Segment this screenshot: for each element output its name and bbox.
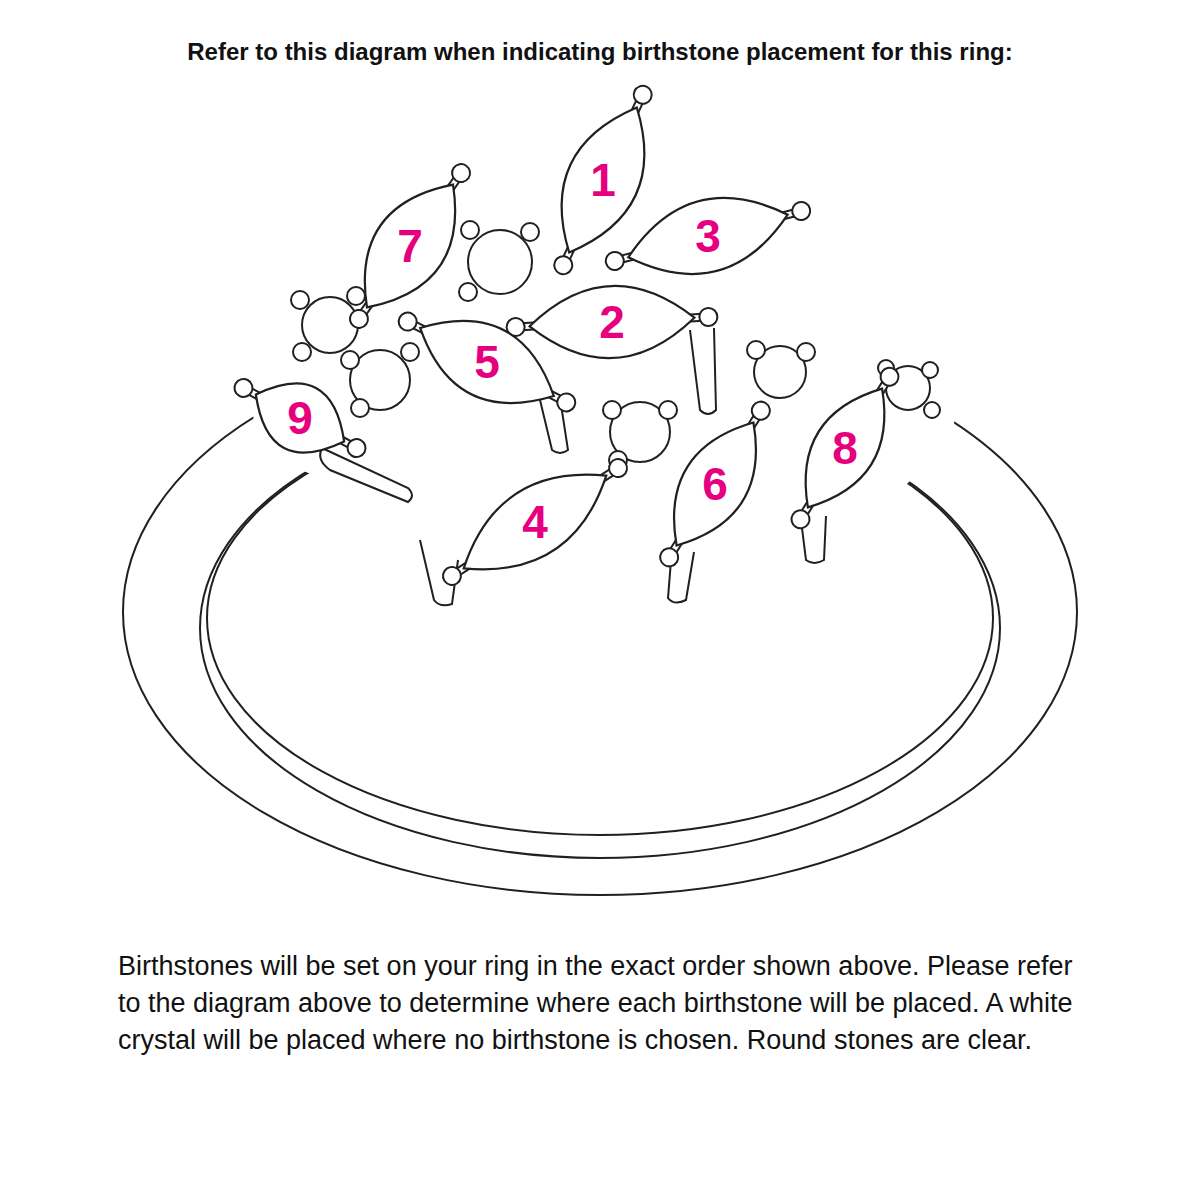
prong [748,398,773,423]
marquise-stone: 2 [492,202,732,442]
callout-number: 2 [599,299,625,345]
prong [603,401,621,419]
prong-stem [320,448,412,502]
marquise-stone: 6 [595,364,835,604]
title: Refer to this diagram when indicating bi… [0,38,1200,66]
prong [231,376,255,400]
prong [790,200,812,222]
prong [924,402,940,418]
marquise-outline [619,180,797,292]
callout-number: 9 [287,395,313,441]
marquise-stone: 4 [415,402,655,642]
prong [351,399,369,417]
prong [396,309,420,333]
marquise-stone: 9 [180,298,420,538]
marquise-stone: 8 [725,328,965,568]
prong-stem [690,328,716,414]
callout-number: 3 [695,213,721,259]
round-stone [468,230,532,294]
prong [631,83,655,107]
prong [449,161,474,186]
callout-number: 8 [832,425,858,471]
prong [521,223,539,241]
prong [877,364,902,389]
prong [606,456,631,481]
marquise-outline [649,405,781,562]
prong [604,250,626,272]
prong [347,287,365,305]
prong [346,306,371,331]
callout-number: 6 [702,461,728,507]
prong [461,221,479,239]
callout-number: 4 [522,499,548,545]
callout-number: 7 [397,223,423,269]
prong [459,283,477,301]
marquise-stone: 5 [367,242,607,482]
prong [344,436,368,460]
marquise-outline [240,365,360,472]
prong [922,362,938,378]
marquise-outline [445,447,625,597]
prong [699,307,718,326]
marquise-outline [528,282,697,363]
marquise-outline [782,372,909,524]
prong [659,401,677,419]
prong [554,390,578,414]
marquise-outline [404,296,570,428]
round-stone [302,297,358,353]
callout-number: 1 [590,157,616,203]
prong [401,343,419,361]
prong [788,507,813,532]
caption: Birthstones will be set on your ring in … [118,948,1093,1059]
prong [293,343,311,361]
callout-number: 5 [474,339,500,385]
prong [291,291,309,309]
prong [341,351,359,369]
prong [797,343,815,361]
marquise-outline [337,164,482,328]
prong [747,341,765,359]
prong [551,253,575,277]
prong [440,563,465,588]
prong [657,545,682,570]
